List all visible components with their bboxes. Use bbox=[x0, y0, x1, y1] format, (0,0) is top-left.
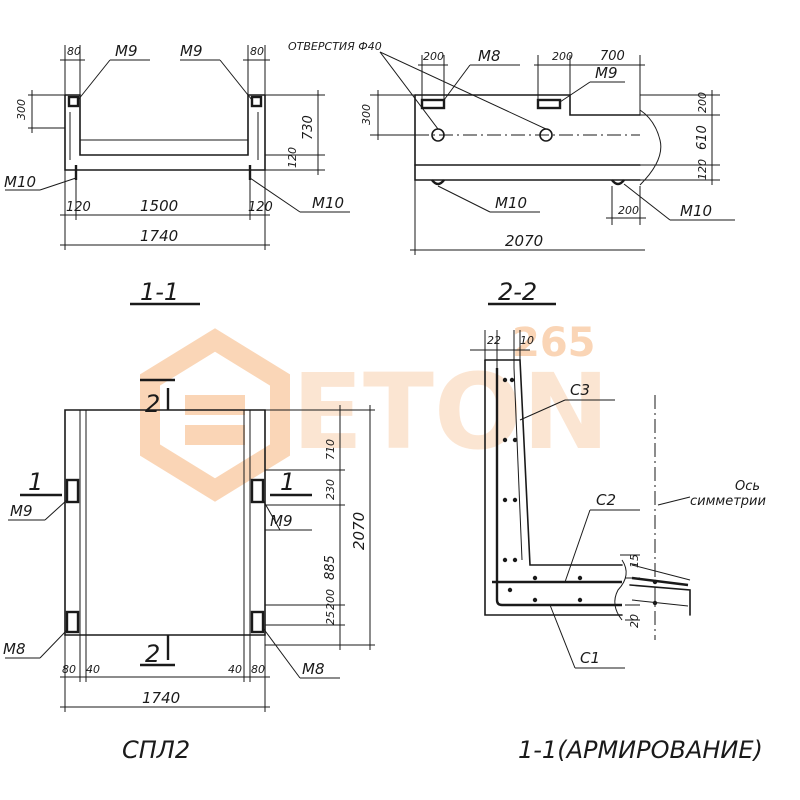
dim-120-2: 120 bbox=[696, 159, 709, 180]
dim-610: 610 bbox=[695, 125, 710, 150]
label-m9-right: M9 bbox=[180, 42, 203, 60]
label-m10-left: M10 bbox=[4, 173, 36, 191]
plan-label-m8-right: M8 bbox=[302, 660, 325, 678]
dim-200-b: 200 bbox=[552, 50, 573, 63]
label-holes: ОТВЕРСТИЯ Ф40 bbox=[288, 40, 382, 53]
plan-dim-40-right: 40 bbox=[228, 663, 242, 676]
plan-view: 2 2 1 1 M9 M9 M8 M8 710 230 885 bbox=[3, 378, 375, 764]
rf-dim-10: 10 bbox=[520, 334, 534, 347]
plan-dim-80-left: 80 bbox=[62, 663, 76, 676]
dim-730: 730 bbox=[301, 115, 316, 140]
plan-dim-885: 885 bbox=[323, 555, 338, 580]
section-2-2-title: 2-2 bbox=[498, 278, 537, 306]
dim-300-2: 300 bbox=[360, 104, 373, 125]
plan-dim-80-right: 80 bbox=[251, 663, 265, 676]
dim-80-right: 80 bbox=[250, 45, 264, 58]
cut-2-top: 2 bbox=[145, 390, 160, 418]
plan-dim-25: 25 bbox=[324, 611, 337, 625]
label-m10-2-right: M10 bbox=[680, 202, 712, 220]
dim-120-vertical: 120 bbox=[286, 147, 299, 168]
watermark: ETON 265 bbox=[140, 320, 609, 502]
rf-dim-22: 22 bbox=[487, 334, 501, 347]
label-m9: M9 bbox=[595, 64, 618, 82]
watermark-brand: ETON bbox=[292, 351, 609, 473]
dim-120-left: 120 bbox=[66, 200, 91, 215]
reinforcement-title: 1-1(АРМИРОВАНИЕ) bbox=[518, 736, 763, 764]
section-1-1-title: 1-1 bbox=[140, 278, 179, 306]
dim-700: 700 bbox=[600, 49, 625, 64]
cut-1-left: 1 bbox=[28, 468, 43, 496]
dim-200-c: 200 bbox=[618, 204, 639, 217]
label-m9-left: M9 bbox=[115, 42, 138, 60]
rf-dim-15: 15 bbox=[628, 554, 641, 568]
label-c3: С3 bbox=[570, 381, 590, 399]
dim-80-left: 80 bbox=[67, 45, 81, 58]
section-2-2: ОТВЕРСТИЯ Ф40 200 200 700 M8 M9 300 200 … bbox=[288, 40, 735, 306]
plan-dim-40-left: 40 bbox=[86, 663, 100, 676]
watermark-number: 265 bbox=[512, 320, 596, 366]
axis-label-2: симметрии bbox=[690, 494, 766, 509]
plan-dim-200: 200 bbox=[324, 589, 337, 610]
label-m10-right: M10 bbox=[312, 194, 344, 212]
rf-dim-20: 20 bbox=[628, 614, 641, 628]
label-m10-2-left: M10 bbox=[495, 194, 527, 212]
plan-dim-710: 710 bbox=[324, 439, 337, 460]
cut-2-bottom: 2 bbox=[145, 640, 160, 668]
label-c1: С1 bbox=[580, 649, 600, 667]
plan-title: СПЛ2 bbox=[122, 736, 190, 764]
dim-1500: 1500 bbox=[140, 197, 178, 215]
plan-dim-1740: 1740 bbox=[142, 689, 180, 707]
label-c2: С2 bbox=[596, 491, 616, 509]
cut-1-right: 1 bbox=[280, 468, 295, 496]
plan-dim-2070: 2070 bbox=[350, 512, 368, 550]
dim-2070: 2070 bbox=[505, 232, 543, 250]
dim-300: 300 bbox=[15, 99, 28, 120]
dim-200-a: 200 bbox=[423, 50, 444, 63]
watermark-logo-icon bbox=[140, 328, 290, 502]
dim-1740: 1740 bbox=[140, 227, 178, 245]
reinforcement-section: 22 10 Ось симметрии С3 С2 С1 15 20 1-1(А… bbox=[470, 330, 766, 764]
axis-label-1: Ось bbox=[735, 479, 760, 494]
dim-120-right: 120 bbox=[248, 200, 273, 215]
plan-label-m9-left: M9 bbox=[10, 502, 33, 520]
plan-label-m8-left: M8 bbox=[3, 640, 26, 658]
section-1-1: 80 80 M9 M9 300 730 120 M10 M10 120 bbox=[4, 42, 350, 306]
dim-200-vertical: 200 bbox=[696, 92, 709, 113]
plan-label-m9-right: M9 bbox=[270, 512, 293, 530]
plan-dim-230: 230 bbox=[324, 479, 337, 500]
label-m8: M8 bbox=[478, 47, 501, 65]
